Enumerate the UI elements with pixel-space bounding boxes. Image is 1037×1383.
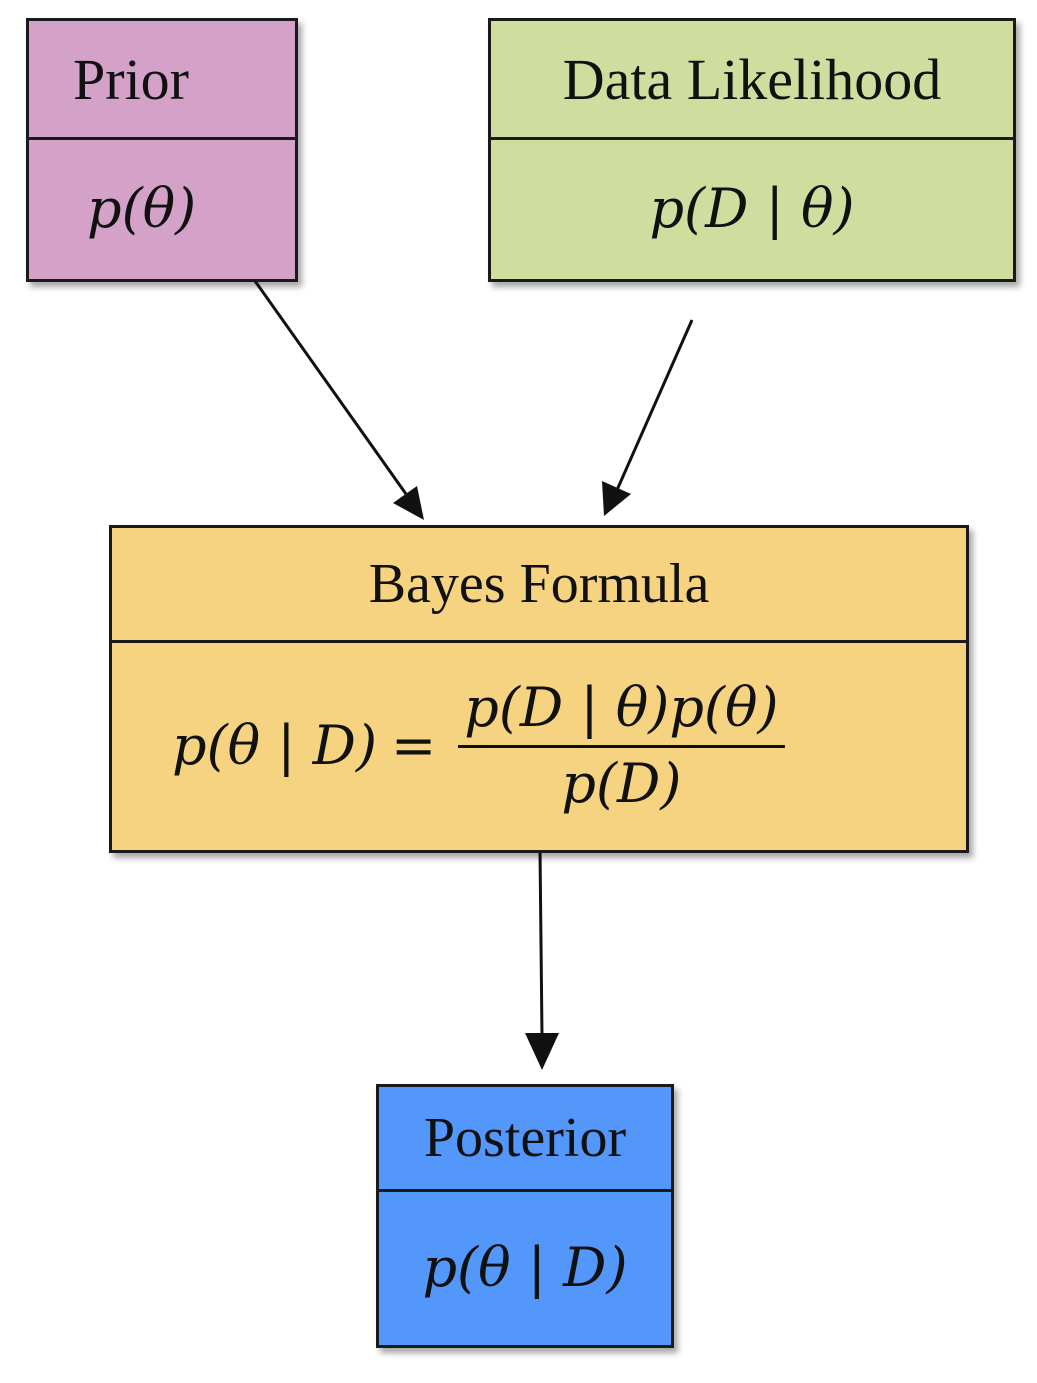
bayes-numerator: p(D | θ)p(θ)	[458, 676, 785, 748]
posterior-title: Posterior	[379, 1087, 671, 1192]
bayes-lhs: p(θ | D)	[172, 713, 378, 777]
likelihood-formula-area: p(D | θ)	[491, 137, 1013, 279]
posterior-formula-area: p(θ | D)	[379, 1189, 671, 1345]
bayes-node: Bayes Formula p(θ | D) = p(D | θ)p(θ) p(…	[109, 525, 969, 853]
prior-title: Prior	[29, 21, 295, 140]
edge-likelihood-to-bayes	[602, 319, 694, 516]
posterior-node: Posterior p(θ | D)	[376, 1084, 674, 1348]
edge-prior-to-bayes	[253, 280, 424, 520]
bayes-formula-area: p(θ | D) = p(D | θ)p(θ) p(D)	[112, 640, 966, 850]
likelihood-node: Data Likelihood p(D | θ)	[488, 18, 1016, 282]
bayes-formula: p(θ | D) = p(D | θ)p(θ) p(D)	[172, 676, 785, 815]
edge-bayes-to-posterior	[525, 849, 559, 1070]
prior-formula: p(θ)	[87, 176, 197, 240]
bayes-title: Bayes Formula	[112, 528, 966, 643]
bayes-denominator: p(D)	[561, 751, 682, 815]
bayes-equals: =	[391, 713, 437, 777]
posterior-formula: p(θ | D)	[422, 1235, 628, 1299]
bayes-fraction: p(D | θ)p(θ) p(D)	[458, 676, 785, 815]
prior-node: Prior p(θ)	[26, 18, 298, 282]
likelihood-formula: p(D | θ)	[649, 176, 855, 240]
likelihood-title: Data Likelihood	[491, 21, 1013, 140]
prior-formula-area: p(θ)	[29, 137, 295, 279]
